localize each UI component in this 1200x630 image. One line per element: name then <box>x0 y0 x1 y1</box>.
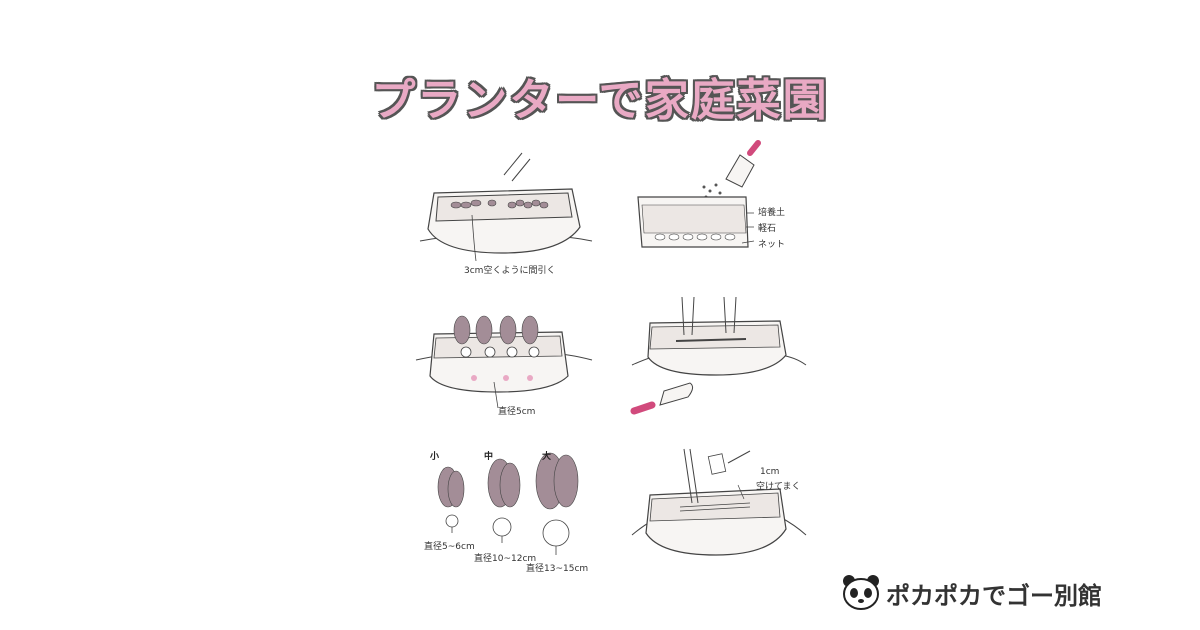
turnip-sizes-drawing <box>437 452 579 555</box>
illustration-leveling <box>630 295 810 425</box>
page-title: プランターで家庭菜園 <box>371 75 829 126</box>
planter-thinning-drawing <box>419 152 593 262</box>
planter-sowing-drawing <box>631 448 807 556</box>
illustration-sowing: 1cm 空けてまく <box>630 445 810 575</box>
sowing-note-line1: 1cm <box>760 467 780 477</box>
brand-logo: ポカポカでゴー別館 <box>842 572 1102 612</box>
brand-name: ポカポカでゴー別館 <box>886 582 1102 610</box>
illustration-sizes: 小 中 大 直径5~6cm 直径10~12cm 直径13~15cm <box>420 445 600 575</box>
planter-leveling-drawing <box>630 296 807 415</box>
illustration-thinning: 3cm空くように間引く <box>412 145 597 285</box>
growth-note: 直径5cm <box>498 407 536 417</box>
panda-icon <box>843 575 879 610</box>
size-label-medium: 中 <box>484 452 494 462</box>
size-label-large: 大 <box>542 452 552 462</box>
soil-label-culture-soil: 培養土 <box>758 208 786 218</box>
size-note-small: 直径5~6cm <box>424 542 475 552</box>
size-note-large: 直径13~15cm <box>526 564 589 574</box>
size-note-medium: 直径10~12cm <box>474 554 537 564</box>
thinning-note: 3cm空くように間引く <box>464 266 556 276</box>
soil-label-pumice: 軽石 <box>758 224 777 234</box>
illustration-soil-layers: 培養土 軽石 ネット <box>630 135 810 260</box>
planter-growing-drawing <box>415 315 593 409</box>
soil-label-net: ネット <box>758 240 786 250</box>
size-label-small: 小 <box>430 452 440 462</box>
illustration-growing: 直径5cm <box>412 290 597 420</box>
sowing-note-line2: 空けてまく <box>756 482 801 492</box>
planter-soil-drawing <box>637 140 761 248</box>
